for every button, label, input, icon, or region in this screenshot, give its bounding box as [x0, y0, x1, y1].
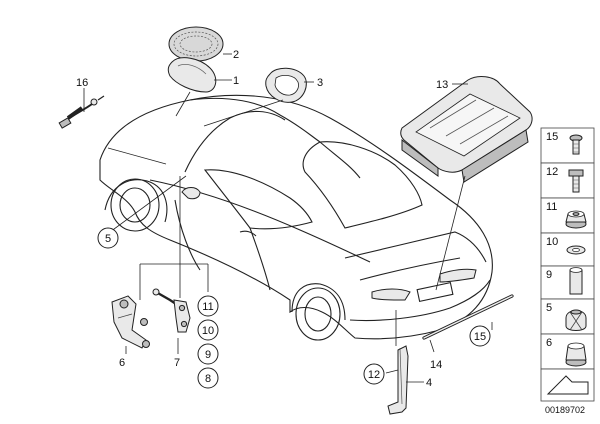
arrow-icon [546, 375, 589, 395]
callout-4: 4 [426, 377, 432, 389]
callout-1: 1 [233, 75, 239, 87]
svg-text:9: 9 [205, 349, 211, 361]
callout-14: 14 [430, 359, 442, 371]
panel-arrow-box [540, 368, 595, 402]
callout-2: 2 [233, 49, 239, 61]
callout-6: 6 [119, 357, 125, 369]
svg-text:5: 5 [546, 302, 552, 314]
callout-9: 9 [197, 343, 219, 365]
callout-3: 3 [317, 77, 323, 89]
car-convertible-outline [99, 94, 493, 341]
diagram-id: 00189702 [545, 405, 585, 415]
washer-icon [566, 245, 586, 255]
part-2-grille-pad [168, 26, 224, 62]
svg-text:8: 8 [205, 373, 211, 385]
callout-labels: 2 1 3 16 13 14 4 6 7 5 11 10 9 8 1 [76, 49, 491, 389]
svg-text:12: 12 [546, 166, 558, 178]
part-13-tray [400, 76, 533, 183]
callout-15: 15 [469, 325, 491, 347]
svg-text:10: 10 [202, 325, 214, 337]
part-16-cable [58, 95, 105, 129]
leader-lines [83, 53, 493, 383]
panel-item-12: 12 [540, 162, 595, 199]
part-6-hinge [111, 295, 150, 349]
screw-icon [569, 134, 583, 155]
svg-text:9: 9 [546, 269, 552, 281]
panel-item-6: 6 [540, 333, 595, 370]
callout-13: 13 [436, 79, 448, 91]
part-4-bracket [387, 345, 409, 415]
svg-text:15: 15 [546, 131, 558, 143]
panel-item-5: 5 [540, 298, 595, 335]
bolt-icon [568, 169, 584, 193]
sleeve-icon [569, 267, 583, 295]
fastener-panel: 15 12 11 [540, 127, 595, 402]
callout-5: 5 [97, 227, 119, 249]
part-14-strip [422, 294, 514, 340]
nut-icon [565, 210, 587, 229]
part-1-cover [167, 57, 217, 93]
svg-text:12: 12 [368, 369, 380, 381]
callout-16: 16 [76, 77, 88, 89]
svg-text:11: 11 [202, 301, 213, 313]
svg-text:11: 11 [546, 201, 557, 213]
svg-text:10: 10 [546, 236, 558, 248]
part-3-bezel [265, 67, 307, 103]
callout-7: 7 [174, 357, 180, 369]
callout-11: 11 [197, 295, 219, 317]
panel-item-9: 9 [540, 265, 595, 300]
svg-text:15: 15 [474, 331, 486, 343]
panel-item-10: 10 [540, 232, 595, 267]
svg-text:6: 6 [546, 337, 552, 349]
callout-12: 12 [363, 363, 385, 385]
part-7-latch [152, 288, 191, 333]
grommet-icon [565, 342, 587, 367]
callout-8: 8 [197, 367, 219, 389]
callout-10: 10 [197, 319, 219, 341]
panel-item-15: 15 [540, 127, 595, 164]
buffer-icon [565, 309, 587, 331]
svg-text:5: 5 [105, 233, 111, 245]
panel-item-11: 11 [540, 197, 595, 234]
